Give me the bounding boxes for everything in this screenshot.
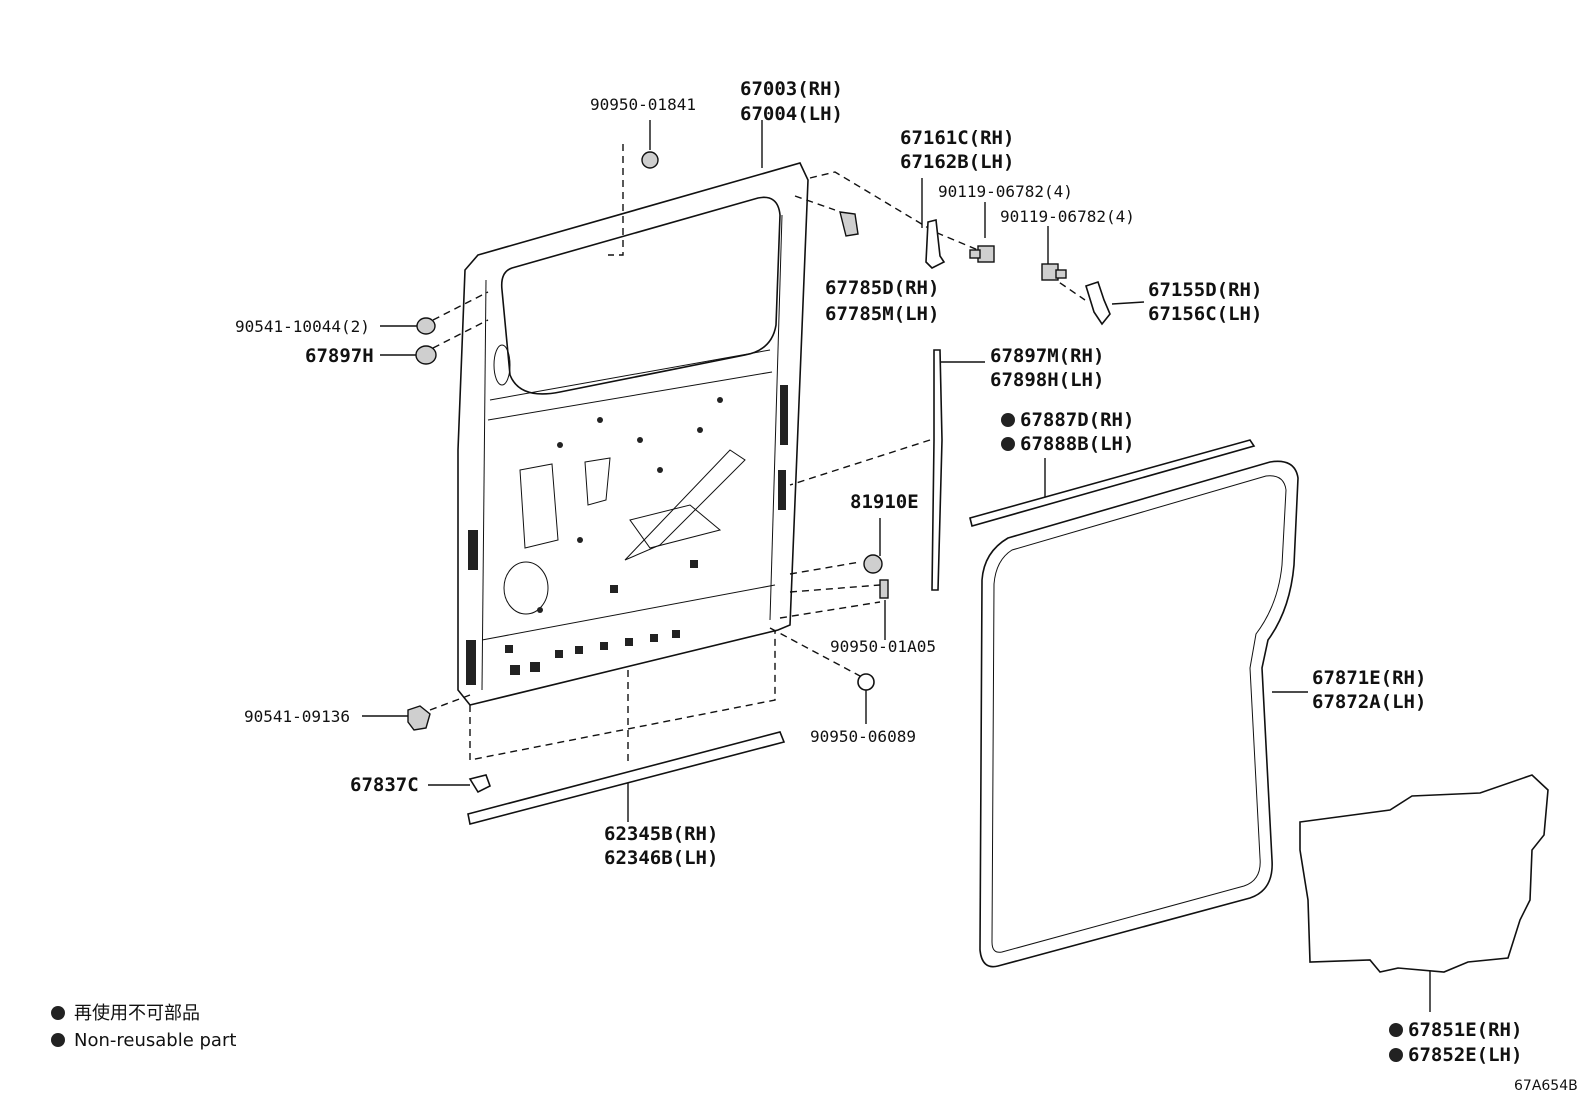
cushion-90541-09136 [407, 705, 431, 731]
striker-67155 [1085, 280, 1111, 326]
label-67837c: 67837C [350, 774, 419, 796]
bolt-90119-a [969, 245, 995, 263]
label-67785d: 67785D(RH) [825, 277, 939, 299]
label-67871e: 67871E(RH) [1312, 667, 1426, 689]
label-90950-01841: 90950-01841 [590, 95, 696, 114]
small-parts [407, 151, 1111, 794]
cushion-90541-10044 [416, 317, 436, 335]
pin-90950-01a05 [879, 579, 889, 599]
label-67156c: 67156C(LH) [1148, 303, 1262, 325]
plug-90950-01841 [641, 151, 659, 169]
non-reusable-dot-67888b [1001, 437, 1015, 451]
non-reusable-dot-67852e [1389, 1048, 1403, 1062]
legend-english: Non-reusable part [74, 1030, 236, 1051]
label-90119-a: 90119-06782(4) [938, 182, 1073, 201]
clip-67837c [468, 774, 491, 794]
diagram-code: 67A654B [1514, 1078, 1578, 1094]
label-67785m: 67785M(LH) [825, 303, 939, 325]
clip-67785 [839, 211, 859, 237]
door-seal-67871 [979, 460, 1299, 968]
label-67161c: 67161C(RH) [900, 127, 1014, 149]
label-67155d: 67155D(RH) [1148, 279, 1262, 301]
part-labels: 67003(RH) 67004(LH) 90950-01841 67161C(R… [235, 78, 1522, 1066]
label-90950-06089: 90950-06089 [810, 727, 916, 746]
label-62346b: 62346B(LH) [604, 847, 718, 869]
non-reusable-markers [51, 413, 1403, 1062]
label-90119-b: 90119-06782(4) [1000, 207, 1135, 226]
legend-japanese: 再使用不可部品 [74, 1003, 200, 1024]
plug-90950-06089 [857, 673, 875, 691]
label-67897h: 67897H [305, 345, 374, 367]
label-90541-09136: 90541-09136 [244, 707, 350, 726]
label-67003: 67003(RH) [740, 78, 843, 100]
label-90541-10044: 90541-10044(2) [235, 317, 370, 336]
cushion-67897h [415, 345, 437, 365]
legend: 再使用不可部品 Non-reusable part [74, 1003, 236, 1051]
label-90950-01a05: 90950-01A05 [830, 637, 936, 656]
strip-62345 [467, 731, 786, 825]
label-67887d: 67887D(RH) [1020, 409, 1134, 431]
weatherstrip-67897 [931, 349, 943, 591]
label-67162b: 67162B(LH) [900, 151, 1014, 173]
legend-dot-1 [51, 1006, 65, 1020]
door-panel [457, 162, 809, 706]
label-67852e: 67852E(LH) [1408, 1044, 1522, 1066]
seals [467, 349, 1549, 973]
label-67851e: 67851E(RH) [1408, 1019, 1522, 1041]
label-81910e: 81910E [850, 491, 919, 513]
strip-67887 [969, 439, 1256, 527]
non-reusable-dot-67887d [1001, 413, 1015, 427]
legend-dot-2 [51, 1033, 65, 1047]
label-67004: 67004(LH) [740, 103, 843, 125]
label-67897m: 67897M(RH) [990, 345, 1104, 367]
trim-panel-67851 [1299, 774, 1549, 973]
non-reusable-dot-67851e [1389, 1023, 1403, 1037]
label-67872a: 67872A(LH) [1312, 691, 1426, 713]
label-62345b: 62345B(RH) [604, 823, 718, 845]
bracket-67161 [925, 219, 946, 269]
bolt-90119-b [1041, 263, 1067, 281]
label-67888b: 67888B(LH) [1020, 433, 1134, 455]
callout-lines [362, 120, 1431, 1012]
label-67898h: 67898H(LH) [990, 369, 1104, 391]
plug-81910e [863, 554, 883, 574]
